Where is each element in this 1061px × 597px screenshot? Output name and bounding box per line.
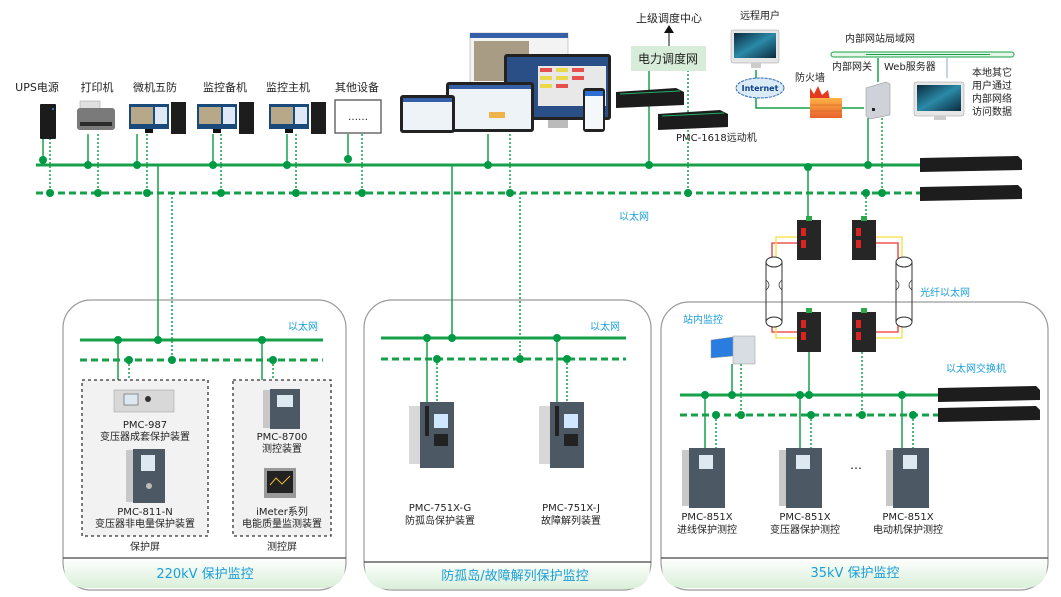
label-pmc-811-n-desc: 变压器非电量保护装置 [95, 517, 195, 530]
label-anti-island-ethernet: 以太网 [590, 320, 620, 333]
label-851x-feeder-desc: 进线保护测控 [677, 523, 737, 536]
label-pmc-8700-model: PMC-8700 [257, 432, 308, 443]
label-851x-transformer-model: PMC-851X [779, 512, 830, 523]
label-pmc-751x-j-model: PMC-751X-J [542, 503, 600, 514]
pmc-851x-transformer-device-icon [779, 448, 822, 508]
label-station-monitor: 站内监控 [683, 313, 723, 326]
pmc-987-device-icon [113, 389, 175, 413]
panel-35kv [660, 301, 1049, 591]
web-server-icon [865, 81, 891, 120]
arrow-up-icon [664, 25, 674, 46]
fiber-switch-icon-4 [852, 308, 876, 352]
core-switch-icon-1 [920, 156, 1022, 172]
core-switch-icon-2 [920, 185, 1022, 201]
label-pmc-811-n-model: PMC-811-N [117, 507, 172, 518]
local-users-note-line-2: 用户通过 [972, 79, 1012, 92]
label-ethernet-switch: 以太网交换机 [946, 362, 1006, 375]
footer-anti-island: 防孤岛/故障解列保护监控 [441, 568, 588, 584]
label-pmc-751x-g-model: PMC-751X-G [409, 503, 471, 514]
label-imeter-model: iMeter系列 [256, 505, 308, 518]
label-internet: Internet [742, 84, 779, 93]
top-device-drops [39, 70, 886, 197]
label-protection-screen: 保护屏 [130, 540, 160, 553]
label-ups: UPS电源 [15, 80, 59, 94]
station-monitor-computer-icon [710, 335, 756, 365]
local-user-monitor-icon [913, 81, 965, 120]
imeter-device-icon [264, 468, 296, 498]
other-device-placeholder: …… [348, 112, 368, 123]
label-851x-feeder-model: PMC-851X [681, 512, 732, 523]
main-monitor-computer-icon [269, 102, 326, 134]
label-internal-gateway: 内部网关 [832, 60, 872, 73]
ethernet-switch-icon-2 [938, 406, 1040, 422]
label-fiber-ethernet: 光纤以太网 [920, 286, 970, 299]
label-rtu: PMC-1618远动机 [676, 131, 757, 144]
fiber-switch-icon-1 [797, 216, 821, 260]
label-power-dispatch-network: 电力调度网 [638, 51, 698, 66]
label-pmc-8700-desc: 测控装置 [262, 442, 302, 455]
firewall-icon [810, 86, 842, 118]
label-pmc-751x-g-desc: 防孤岛保护装置 [405, 514, 475, 527]
trunk-lines [157, 163, 870, 360]
rtu-device-icon [616, 88, 728, 130]
footer-220kv: 220kV 保护监控 [156, 567, 253, 582]
multi-terminal-display-icon [400, 32, 611, 133]
ethernet-switch-icon-1 [938, 386, 1040, 402]
fiber-switch-icon-3 [797, 308, 821, 352]
pmc-8700-device-icon [263, 389, 300, 429]
other-device-box: …… [334, 99, 382, 134]
label-web-server: Web服务器 [884, 60, 936, 73]
label-851x-transformer-desc: 变压器保护测控 [770, 523, 840, 536]
panel-anti-island [363, 299, 652, 591]
local-users-note-line-1: 本地其它 [972, 66, 1012, 79]
label-220kv-ethernet: 以太网 [288, 320, 318, 333]
local-users-note-line-4: 访问数据 [972, 105, 1012, 118]
pmc-811-n-device-icon [126, 449, 165, 503]
local-users-note-line-3: 内部网络 [972, 92, 1012, 105]
ups-icon [40, 104, 56, 139]
fiber-switch-icon-2 [852, 216, 876, 260]
label-851x-motor-model: PMC-851X [882, 512, 933, 523]
label-851x-motor-desc: 电动机保护测控 [873, 523, 943, 536]
label-firewall: 防火墙 [795, 71, 825, 84]
pmc-751x-j-device-icon [539, 402, 584, 468]
label-pmc-987-desc: 变压器成套保护装置 [100, 430, 190, 443]
power-dispatch-network-box [631, 46, 706, 71]
label-upper-dispatch-center: 上级调度中心 [636, 11, 702, 25]
more-devices-ellipsis: … [850, 458, 862, 472]
label-pmc-751x-j-desc: 故障解列装置 [541, 514, 601, 527]
fiber-ring [765, 236, 913, 339]
label-other-device: 其他设备 [335, 80, 379, 94]
label-remote-user: 远程用户 [740, 9, 780, 22]
pmc-851x-motor-device-icon [886, 448, 929, 508]
label-backup-monitor: 监控备机 [203, 80, 247, 94]
label-imeter-desc: 电能质量监测装置 [242, 517, 322, 530]
pmc-851x-feeder-device-icon [682, 448, 725, 508]
label-five-defense: 微机五防 [133, 80, 177, 94]
label-pmc-987-model: PMC-987 [123, 420, 167, 431]
pmc-751x-g-device-icon [409, 402, 454, 468]
label-main-ethernet: 以太网 [619, 210, 649, 223]
footer-35kv: 35kV 保护监控 [810, 566, 899, 581]
label-measurement-screen: 测控屏 [267, 540, 297, 553]
label-printer: 打印机 [81, 80, 114, 94]
remote-user-monitor-icon [730, 29, 780, 68]
printer-icon [77, 100, 115, 130]
label-internal-lan: 内部网站局域网 [845, 32, 915, 45]
five-defense-computer-icon [129, 102, 186, 134]
label-main-monitor: 监控主机 [266, 80, 310, 94]
internet-cloud-icon: Internet [735, 77, 785, 99]
backup-monitor-computer-icon [197, 102, 254, 134]
